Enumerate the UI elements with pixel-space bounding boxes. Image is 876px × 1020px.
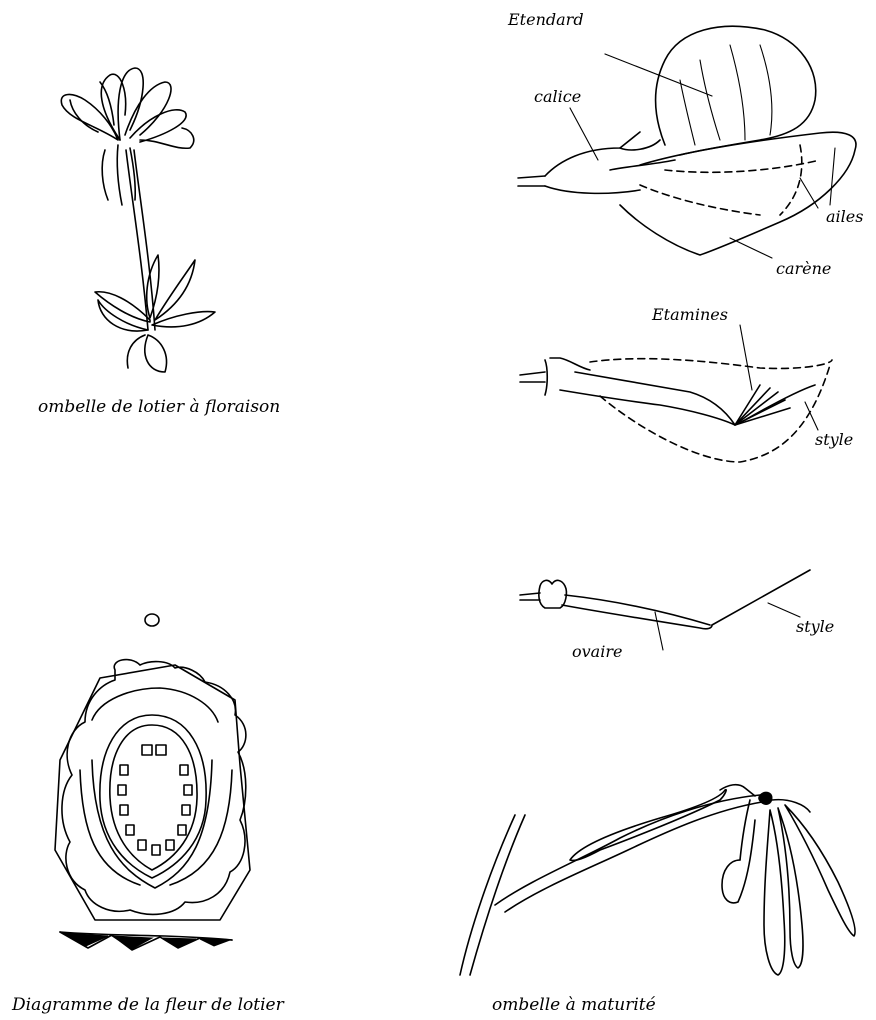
label-carene: carène xyxy=(776,259,831,278)
label-ailes: ailes xyxy=(826,207,863,226)
stamens-detail-drawing xyxy=(520,325,832,462)
label-etendard: Etendard xyxy=(507,10,584,29)
caption-floral-diagram: Diagramme de la fleur de lotier xyxy=(11,995,285,1015)
mature-umbel-drawing xyxy=(460,785,855,975)
flower-side-view-drawing xyxy=(518,26,856,258)
label-etamines: Etamines xyxy=(651,305,728,324)
floral-diagram-drawing xyxy=(55,614,250,950)
caption-mature-umbel: ombelle à maturité xyxy=(492,995,656,1015)
flowering-umbel-drawing xyxy=(61,68,215,372)
label-style-2: style xyxy=(796,617,834,636)
label-ovaire: ovaire xyxy=(572,642,622,661)
caption-flowering-umbel: ombelle de lotier à floraison xyxy=(38,397,280,417)
label-calice: calice xyxy=(534,87,581,106)
label-style-1: style xyxy=(815,430,853,449)
ovary-detail-drawing xyxy=(520,570,810,650)
